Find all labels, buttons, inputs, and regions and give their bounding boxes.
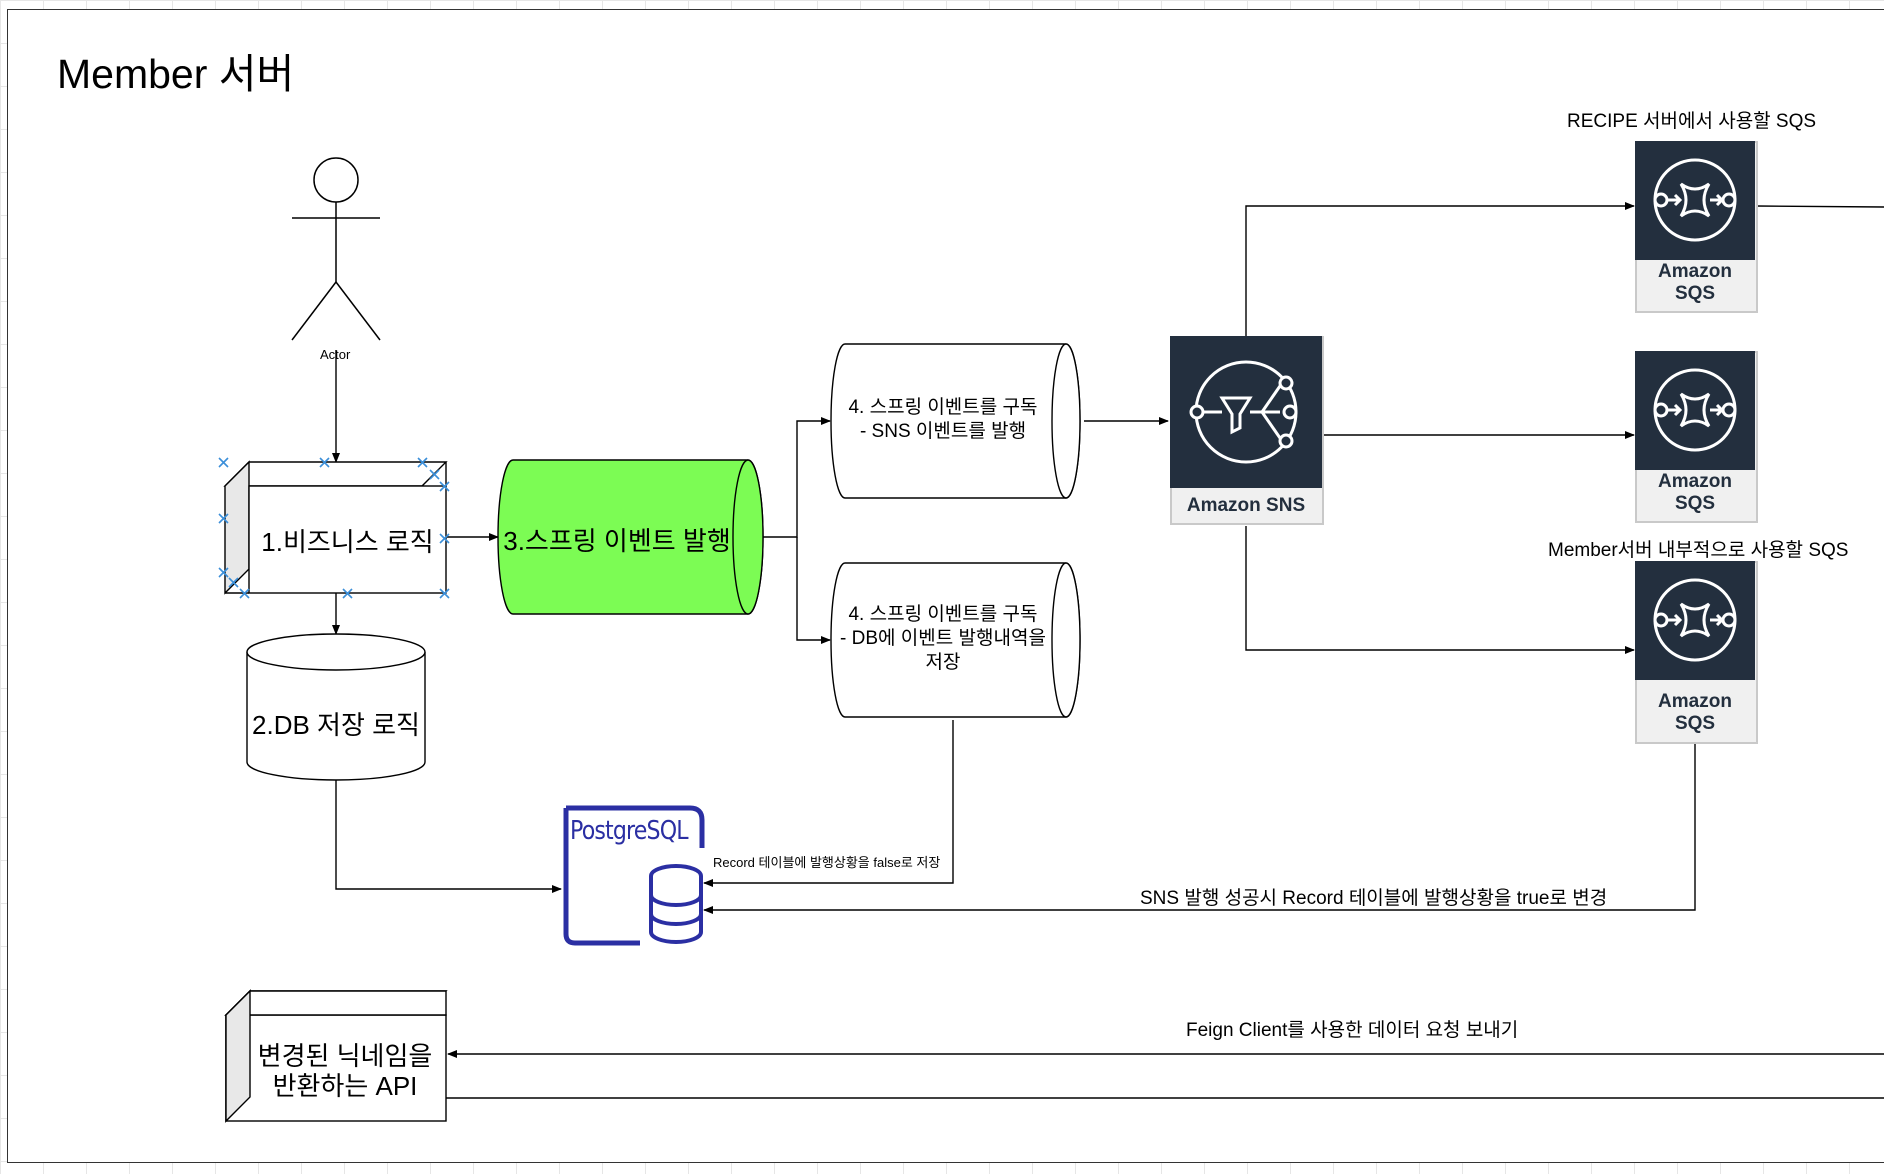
subscriber-db-label: 4. 스프링 이벤트를 구독 - DB에 이벤트 발행내역을 저장 — [840, 604, 1046, 673]
edge-subscriber-db-to-postgres — [703, 720, 954, 887]
sqs-middle-label-line1: Amazon — [1658, 471, 1732, 492]
sqs-recipe-caption: RECIPE 서버에서 사용할 SQS — [1567, 111, 1817, 132]
sns-label: Amazon SNS — [1186, 495, 1306, 516]
subscriber-sns-cylinder — [830, 343, 1081, 499]
spring-event-label: 3.스프링 이벤트 발행 — [503, 526, 731, 556]
actor-figure — [291, 157, 381, 341]
db-logic-label: 2.DB 저장 로직 — [252, 710, 420, 740]
sqs-recipe-label-line1: Amazon — [1658, 261, 1732, 282]
sqs-middle-node — [1635, 351, 1758, 523]
amazon-sns-icon — [1189, 360, 1298, 464]
amazon-sqs-icon — [1653, 368, 1737, 452]
sqs-middle-label-line2: SQS — [1674, 493, 1716, 514]
diagram-title: Member 서버 — [57, 51, 295, 97]
api-label-line2: 반환하는 API — [272, 1071, 418, 1101]
amazon-sqs-icon — [1653, 158, 1737, 242]
business-logic-box — [223, 460, 448, 595]
edge-db-to-postgres — [335, 780, 562, 893]
record-false-label: Record 테이블에 발행상황을 false로 저장 — [713, 855, 941, 870]
amazon-sns-node — [1170, 336, 1324, 525]
record-true-label: SNS 발행 성공시 Record 테이블에 발행상황을 true로 변경 — [1140, 888, 1608, 909]
spring-event-cylinder — [497, 459, 764, 615]
postgresql-logo-text: PostgreSQL — [570, 816, 689, 846]
subscriber-db-cylinder — [830, 562, 1081, 718]
sqs-recipe-node — [1635, 141, 1758, 313]
feign-client-label: Feign Client를 사용한 데이터 요청 보내기 — [1186, 1020, 1519, 1041]
selection-handles — [218, 457, 450, 599]
sqs-member-label-line1: Amazon — [1658, 691, 1732, 712]
api-label-line1: 변경된 닉네임을 — [257, 1041, 433, 1071]
sqs-recipe-label-line2: SQS — [1674, 283, 1716, 304]
sqs-member-caption: Member서버 내부적으로 사용할 SQS — [1548, 540, 1849, 561]
actor-label: Actor — [320, 347, 351, 362]
db-logic-cylinder — [246, 633, 426, 781]
edge-event-to-subscriber-db — [796, 537, 831, 644]
edges — [332, 202, 1884, 1099]
edge-sns-to-sqs-recipe — [1245, 202, 1635, 337]
business-logic-label: 1.비즈니스 로직 — [261, 527, 434, 557]
edge-sqs-recipe-out — [1755, 205, 1884, 208]
sqs-member-node — [1635, 561, 1758, 744]
amazon-sqs-icon — [1653, 578, 1737, 662]
edge-sqs-member-to-postgres — [703, 742, 1696, 914]
postgresql-icon — [563, 805, 705, 946]
sqs-member-label-line2: SQS — [1674, 713, 1716, 734]
api-box — [224, 989, 448, 1123]
edge-sns-to-sqs-member — [1245, 526, 1635, 654]
subscriber-sns-label: 4. 스프링 이벤트를 구독 - SNS 이벤트를 발행 — [848, 397, 1038, 442]
edge-event-to-subscribers — [763, 417, 831, 538]
